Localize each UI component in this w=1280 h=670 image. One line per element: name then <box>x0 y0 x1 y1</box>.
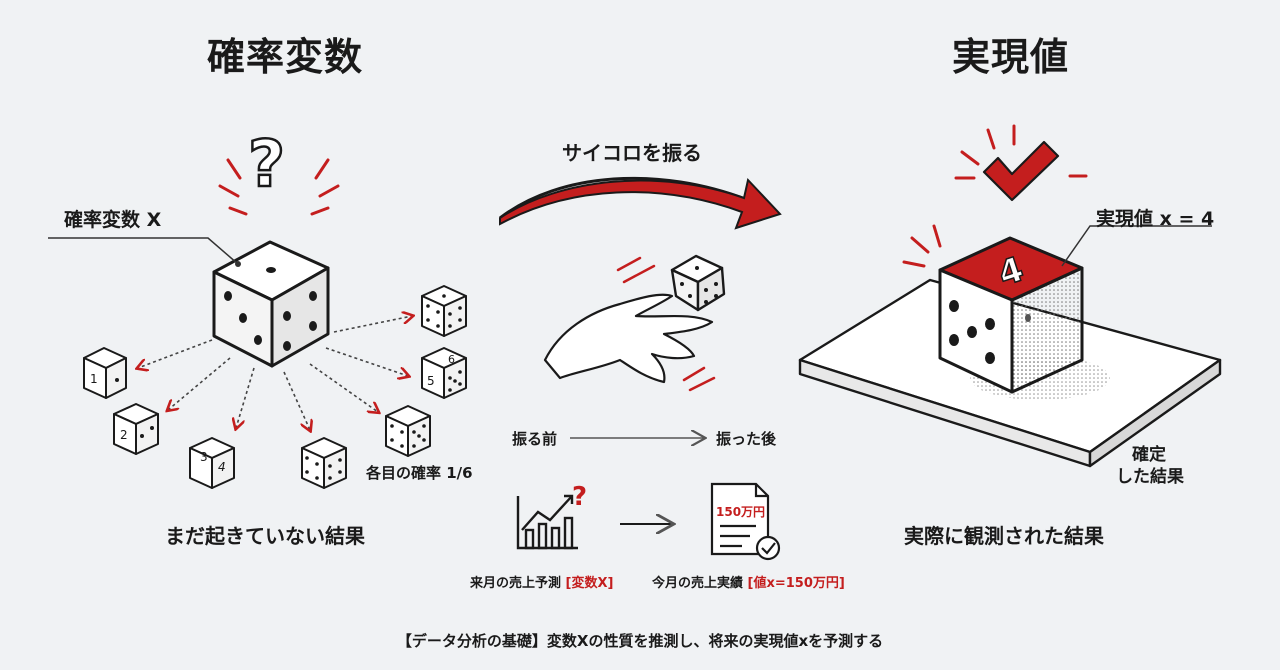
forecast-question-icon: ? <box>572 482 588 512</box>
probability-note: 各目の確率 1/6 <box>366 464 473 482</box>
outcome-arrows <box>138 316 412 430</box>
amount-text: 150万円 <box>716 505 766 519</box>
chart-icon <box>516 494 578 550</box>
realized-value-label: 実現値 x = 4 <box>1096 208 1215 230</box>
left-caption: まだ起きていない結果 <box>165 524 365 548</box>
forecast-caption: 来月の売上予測 [変数X] <box>470 572 613 591</box>
outcome-number-5: 5 <box>427 374 435 388</box>
before-label: 振る前 <box>512 430 558 448</box>
actual-tag: [値x=150万円] <box>747 576 845 591</box>
throw-arrow <box>499 177 782 230</box>
hand-illustration <box>543 293 714 384</box>
right-caption: 実際に観測された結果 <box>904 524 1104 548</box>
after-label: 振った後 <box>716 430 777 448</box>
left-title: 確率変数 <box>207 35 364 79</box>
outcome-number-2: 2 <box>120 428 128 442</box>
small-dice-pips <box>115 294 462 480</box>
confirmed-label-line2: した結果 <box>1116 467 1184 487</box>
forecast-label: 来月の売上予測 <box>470 576 562 591</box>
random-variable-label: 確率変数 X <box>64 209 162 231</box>
question-mark-icon: ? <box>247 127 287 204</box>
document-icon <box>710 482 781 561</box>
action-label: サイコロを振る <box>562 141 702 165</box>
confirmed-label-line1: 確定 <box>1132 445 1166 465</box>
footer-text: 【データ分析の基礎】変数Xの性質を推測し、将来の実現値xを予測する <box>396 632 884 650</box>
actual-label: 今月の売上実績 <box>652 576 744 591</box>
big-die-pips <box>224 267 317 351</box>
forecast-tag: [変数X] <box>565 576 614 591</box>
outcome-number-3: 3 <box>200 450 208 464</box>
burst-lines-left <box>218 158 340 216</box>
outcome-number-6: 6 <box>448 353 455 366</box>
check-icon <box>982 140 1060 202</box>
outcome-number-1: 1 <box>90 372 98 386</box>
actual-caption: 今月の売上実績 [値x=150万円] <box>652 572 845 591</box>
right-title: 実現値 <box>952 35 1070 79</box>
outcome-number-4: 4 <box>218 460 226 474</box>
big-die <box>212 240 330 368</box>
result-die-pips <box>949 300 1031 364</box>
